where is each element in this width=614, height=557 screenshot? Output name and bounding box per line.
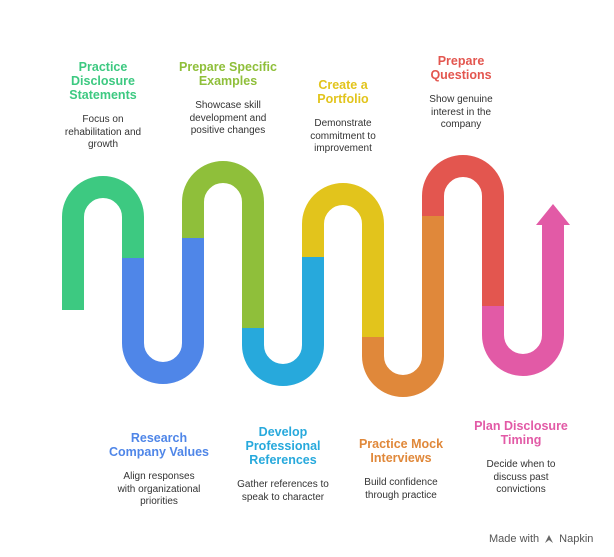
step-description: Decide when to discuss past convictions [486,459,556,495]
path-segment-4 [242,257,324,386]
step-description: Showcase skill development and positive … [189,100,267,136]
path-segment-8 [482,224,564,376]
step-title: Create a Portfolio [317,78,369,106]
path-segment-6 [362,216,444,397]
step-label-6: Practice Mock Interviews Build confidenc… [343,437,459,502]
step-label-8: Plan Disclosure Timing Decide when to di… [462,419,580,497]
step-description: Gather references to speak to character [237,479,329,503]
arrow-head-icon [536,204,570,225]
step-description: Focus on rehabilitation and growth [64,114,142,150]
step-title: Practice Mock Interviews [358,437,444,465]
step-label-2: Research Company Values Align responses … [100,431,218,509]
path-segment-2 [122,238,204,384]
brand-name: Napkin [559,533,594,545]
step-label-1: Practice Disclosure Statements Focus on … [48,60,158,152]
step-title: Prepare Questions [430,54,492,82]
step-label-5: Create a Portfolio Demonstrate commitmen… [288,78,398,156]
step-label-4: Develop Professional References Gather r… [222,425,344,504]
step-title: Develop Professional References [245,425,321,467]
path-segment-7 [422,155,504,306]
step-label-7: Prepare Questions Show genuine interest … [405,54,517,132]
step-description: Build confidence through practice [364,477,438,501]
step-label-3: Prepare Specific Examples Showcase skill… [168,60,288,138]
step-description: Show genuine interest in the company [429,94,493,130]
brand-watermark: Made with Napkin [489,531,607,547]
path-segment-1 [62,176,144,310]
step-description: Align responses with organizational prio… [117,471,201,507]
path-segment-5 [302,183,384,337]
brand-prefix: Made with [489,533,540,545]
path-segment-3 [182,161,264,328]
step-description: Demonstrate commitment to improvement [310,118,376,154]
step-title: Plan Disclosure Timing [474,419,568,447]
step-title: Research Company Values [108,431,210,459]
step-title: Practice Disclosure Statements [69,60,137,102]
step-title: Prepare Specific Examples [179,60,277,88]
napkin-logo-icon [545,535,554,543]
